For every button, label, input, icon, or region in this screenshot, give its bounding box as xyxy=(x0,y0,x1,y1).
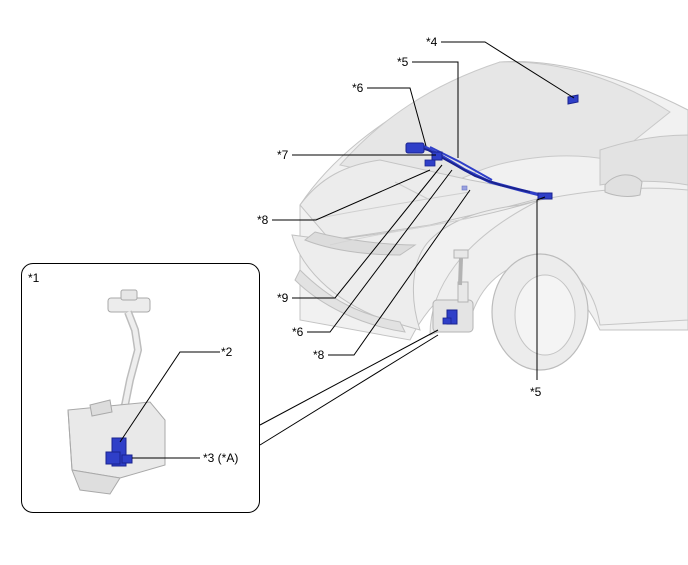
inset-washer-tank-illustration xyxy=(67,289,166,495)
label-8-bottom: *8 xyxy=(313,348,325,362)
leader-lines xyxy=(272,41,575,380)
label-6-bottom: *6 xyxy=(292,325,304,339)
vehicle-front-illustration xyxy=(291,61,688,371)
label-8-top: *8 xyxy=(257,213,269,227)
label-1: *1 xyxy=(28,271,40,285)
label-5-top: *5 xyxy=(397,55,409,69)
inset-detail-frame xyxy=(21,263,260,513)
inset-leader-lines xyxy=(119,351,220,459)
washer-hoses-and-nozzles xyxy=(405,94,579,200)
label-6-top: *6 xyxy=(352,81,364,95)
label-5-bottom: *5 xyxy=(530,385,542,399)
label-3-a: *3 (*A) xyxy=(203,451,239,465)
label-4: *4 xyxy=(426,35,438,49)
label-2: *2 xyxy=(221,345,233,359)
washer-tank-on-vehicle xyxy=(432,249,474,333)
label-9: *9 xyxy=(277,291,289,305)
label-7: *7 xyxy=(277,148,289,162)
inset-callout-lines xyxy=(259,329,439,446)
